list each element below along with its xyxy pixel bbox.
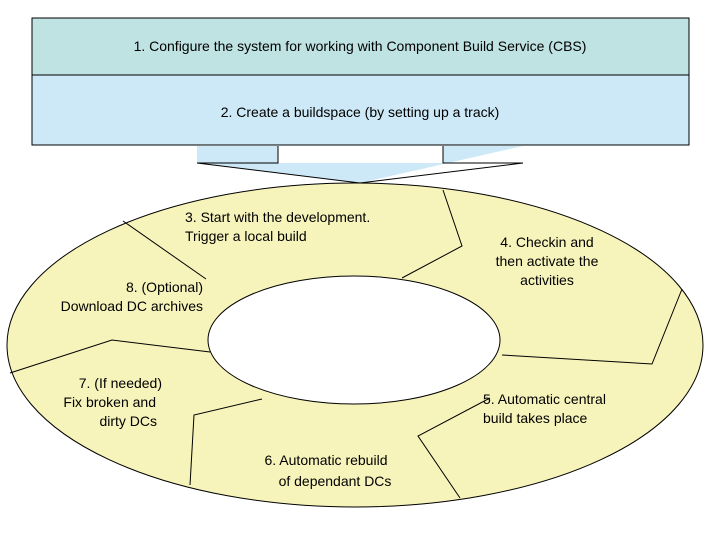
cycle-center xyxy=(207,275,501,405)
step2-label: 2. Create a buildspace (by setting up a … xyxy=(221,104,500,120)
step7-label-line3: dirty DCs xyxy=(99,413,157,429)
step5-label-line1: 5. Automatic central xyxy=(483,391,606,407)
divider-6-7 xyxy=(189,398,263,486)
step4-label-line2: then activate the xyxy=(496,253,599,269)
divider-7-8 xyxy=(9,339,211,374)
step3-label-line2: Trigger a local build xyxy=(185,228,307,244)
step4-label-line3: activities xyxy=(520,272,574,288)
step3-label-line1: 3. Start with the development. xyxy=(185,209,370,225)
step7-label-line2: Fix broken and xyxy=(63,394,156,410)
step1-box xyxy=(31,17,690,76)
step6-label-line1: 6. Automatic rebuild xyxy=(265,452,388,468)
divider-4-5 xyxy=(501,288,683,365)
step6-label-line2: of dependant DCs xyxy=(279,473,392,489)
divider-3-4 xyxy=(401,189,463,279)
step5-label-line2: build takes place xyxy=(483,410,588,426)
divider-3-8 xyxy=(122,220,207,280)
down-arrow-edges xyxy=(196,162,524,184)
step8-label-line2: Download DC archives xyxy=(61,298,203,314)
step2-box xyxy=(31,74,690,146)
step4-label-line1: 4. Checkin and xyxy=(500,234,593,250)
down-arrow xyxy=(197,146,523,183)
down-arrow-outline xyxy=(197,146,279,164)
step8-label-line1: 8. (Optional) xyxy=(126,279,203,295)
divider-5-6 xyxy=(417,397,491,499)
step7-label-line1: 7. (If needed) xyxy=(79,375,162,391)
down-arrow-outline-right xyxy=(442,146,523,164)
step1-label: 1. Configure the system for working with… xyxy=(134,38,587,54)
